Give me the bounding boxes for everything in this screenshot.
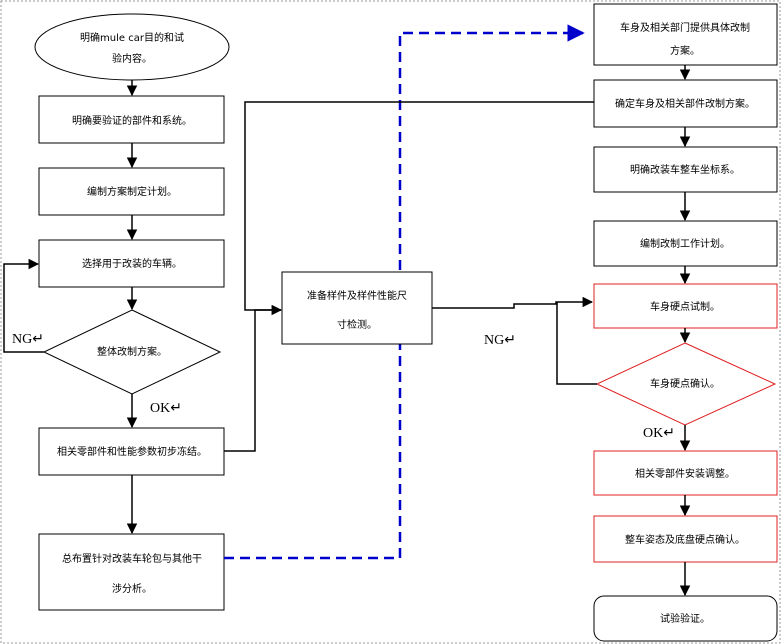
left-d1-text: 整体改制方案。 — [97, 345, 167, 358]
right-n6-box — [593, 450, 778, 496]
left-n4-box — [38, 239, 225, 288]
ok-left-label: OK↵ — [150, 401, 182, 416]
ng-loop-right — [556, 302, 597, 385]
right-n7-box — [593, 515, 778, 563]
right-n1-line2: 方案。 — [670, 44, 700, 57]
right-n2-text: 确定车身及相关部件改制方案。 — [615, 97, 755, 110]
connector-middle-to-right — [432, 296, 594, 309]
left-n2-text: 明确要验证的部件和系统。 — [72, 114, 192, 127]
right-n3-text: 明确改装车整车坐标系。 — [630, 163, 740, 176]
ok-right-label: OK↵ — [643, 426, 675, 441]
left-n4-text: 选择用于改装的车辆。 — [82, 257, 182, 270]
left-n6-line1: 总布置针对改装车轮包与其他干 — [62, 552, 202, 565]
left-n3-box — [38, 167, 225, 216]
right-n5-text: 车身硬点试制。 — [650, 300, 720, 313]
right-n8-box — [593, 595, 778, 642]
ng-loop-left — [3, 258, 44, 353]
right-n4-text: 编制改制工作计划。 — [640, 237, 730, 250]
right-n5-box — [593, 283, 778, 329]
ng-left-label: NG↵ — [12, 332, 44, 347]
left-n2-box — [38, 95, 225, 144]
middle-n1-line2: 寸检测。 — [337, 318, 377, 331]
left-n6-box — [38, 533, 225, 611]
right-n4-box — [593, 220, 778, 267]
middle-n1-box — [281, 271, 433, 345]
right-n2-box — [593, 79, 778, 128]
left-n1-line2: 验内容。 — [112, 52, 152, 65]
start-ellipse — [34, 13, 230, 81]
right-n7-text: 整车姿态及底盘硬点确认。 — [625, 533, 745, 546]
left-n5-box — [38, 427, 225, 476]
left-n1-line1: 明确mule car目的和试 — [80, 31, 184, 44]
connector-right-to-middle — [244, 101, 594, 311]
middle-n1-line1: 准备样件及样件性能尺 — [307, 289, 407, 302]
left-n6-line2: 涉分析。 — [112, 582, 152, 595]
left-n5-text: 相关零部件和性能参数初步冻结。 — [57, 445, 207, 458]
left-n3-text: 编制方案制定计划。 — [87, 185, 177, 198]
right-d1-text: 车身硬点确认。 — [650, 377, 720, 390]
connector-left-to-middle — [224, 304, 283, 452]
right-n8-text: 试验验证。 — [660, 612, 710, 625]
right-n1-line1: 车身及相关部门提供具体改制 — [620, 21, 750, 34]
right-n6-text: 相关零部件安装调整。 — [635, 467, 735, 480]
ng-mid-label: NG↵ — [484, 333, 516, 348]
right-n1-box — [593, 3, 778, 66]
